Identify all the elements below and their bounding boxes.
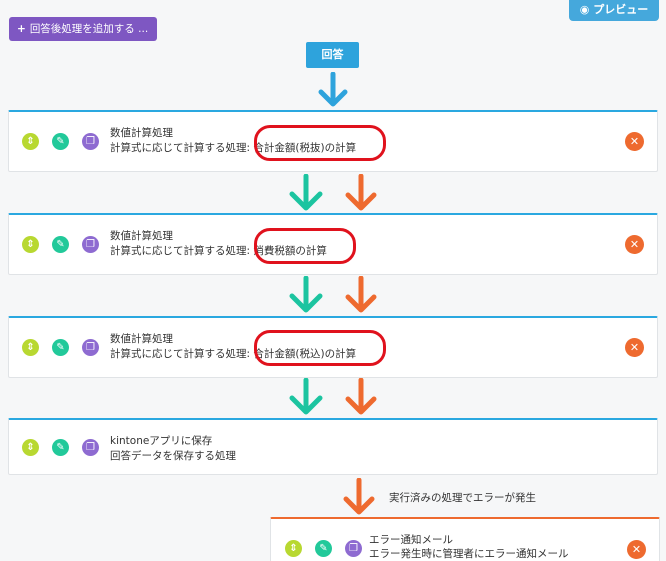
edit-icon[interactable]: ✎	[52, 133, 69, 150]
process-title: エラー通知メール	[369, 534, 453, 546]
preview-label: プレビュー	[593, 3, 649, 16]
arrow-down-icon	[345, 276, 377, 313]
preview-button[interactable]: ◉プレビュー	[569, 0, 659, 21]
plus-icon: +	[17, 23, 26, 35]
arrow-down-icon	[289, 174, 323, 211]
add-post-process-button[interactable]: +回答後処理を追加する ...	[9, 17, 157, 41]
highlight-annotation	[254, 125, 386, 161]
process-description: 回答データを保存する処理	[110, 450, 236, 462]
sort-icon[interactable]: ⇕	[22, 133, 39, 150]
error-branch-label: 実行済みの処理でエラーが発生	[389, 492, 536, 504]
process-card-4: ⇕ ✎ ❐ kintoneアプリに保存 回答データを保存する処理	[8, 418, 658, 475]
close-icon[interactable]: ✕	[625, 338, 644, 357]
copy-icon[interactable]: ❐	[82, 133, 99, 150]
copy-icon[interactable]: ❐	[345, 540, 362, 557]
add-post-process-label: 回答後処理を追加する ...	[29, 23, 149, 35]
process-description: 計算式に応じて計算する処理: 消費税額の計算	[110, 245, 327, 257]
arrow-down-icon	[289, 378, 323, 415]
highlight-annotation	[254, 330, 386, 366]
start-badge: 回答	[306, 42, 359, 68]
edit-icon[interactable]: ✎	[52, 339, 69, 356]
edit-icon[interactable]: ✎	[315, 540, 332, 557]
process-card-2: ⇕ ✎ ❐ 数値計算処理 計算式に応じて計算する処理: 消費税額の計算 ✕	[8, 213, 658, 275]
sort-icon[interactable]: ⇕	[22, 439, 39, 456]
sort-icon[interactable]: ⇕	[285, 540, 302, 557]
process-description: 計算式に応じて計算する処理: 合計金額(税抜)の計算	[110, 142, 357, 154]
arrow-down-icon	[289, 276, 323, 313]
close-icon[interactable]: ✕	[625, 235, 644, 254]
arrow-down-icon	[343, 478, 375, 515]
sort-icon[interactable]: ⇕	[22, 236, 39, 253]
close-icon[interactable]: ✕	[627, 540, 646, 559]
eye-icon: ◉	[579, 3, 590, 16]
copy-icon[interactable]: ❐	[82, 339, 99, 356]
process-title: kintoneアプリに保存	[110, 435, 213, 447]
process-card-1: ⇕ ✎ ❐ 数値計算処理 計算式に応じて計算する処理: 合計金額(税抜)の計算 …	[8, 110, 658, 172]
highlight-annotation	[254, 228, 356, 264]
arrow-down-icon	[345, 174, 377, 211]
arrow-down-icon	[318, 72, 348, 107]
copy-icon[interactable]: ❐	[82, 439, 99, 456]
process-title: 数値計算処理	[110, 333, 173, 345]
process-title: 数値計算処理	[110, 230, 173, 242]
close-icon[interactable]: ✕	[625, 132, 644, 151]
process-title: 数値計算処理	[110, 127, 173, 139]
arrow-down-icon	[345, 378, 377, 415]
process-description: 計算式に応じて計算する処理: 合計金額(税込)の計算	[110, 348, 357, 360]
sort-icon[interactable]: ⇕	[22, 339, 39, 356]
edit-icon[interactable]: ✎	[52, 236, 69, 253]
error-process-card: ⇕ ✎ ❐ エラー通知メール エラー発生時に管理者にエラー通知メール ✕	[270, 517, 660, 561]
copy-icon[interactable]: ❐	[82, 236, 99, 253]
edit-icon[interactable]: ✎	[52, 439, 69, 456]
process-description: エラー発生時に管理者にエラー通知メール	[369, 548, 569, 560]
process-card-3: ⇕ ✎ ❐ 数値計算処理 計算式に応じて計算する処理: 合計金額(税込)の計算 …	[8, 316, 658, 378]
